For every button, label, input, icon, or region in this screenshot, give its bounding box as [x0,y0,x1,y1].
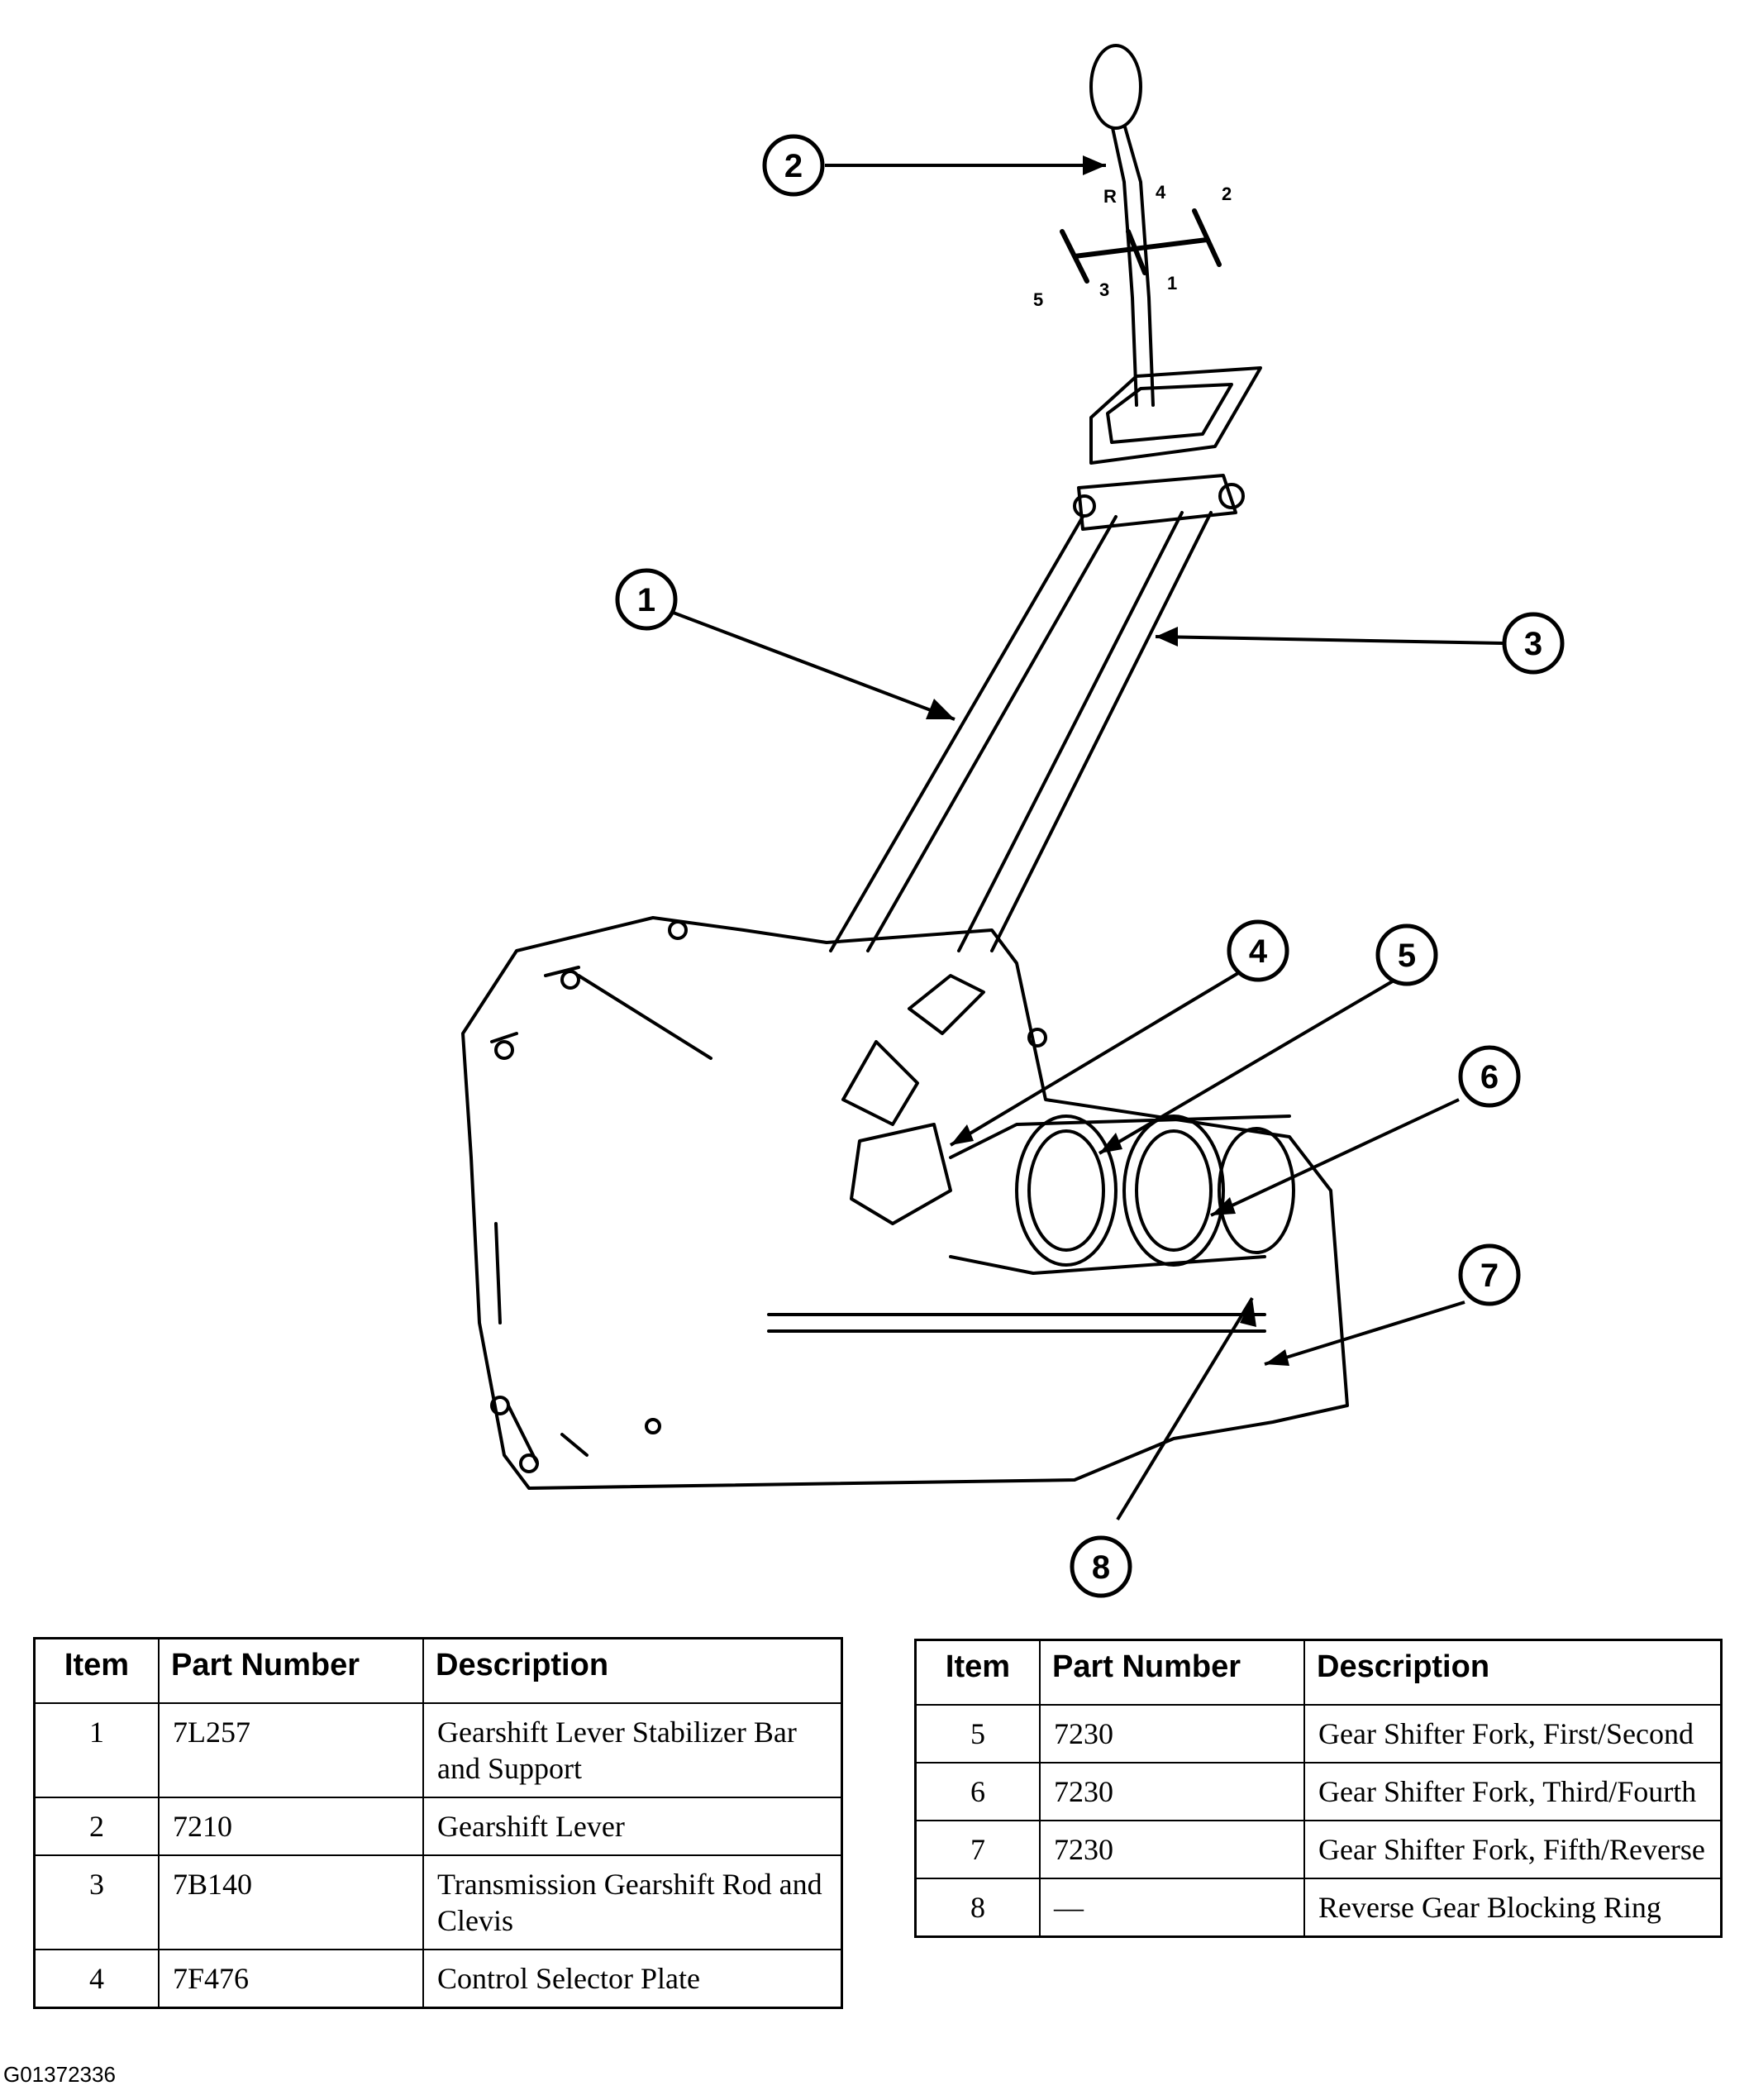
cell-part-number: 7B140 [158,1854,424,1950]
transmission-case [461,916,1349,1490]
callout-3: 3 [1502,612,1565,675]
cell-description: Transmission Gearshift Rod and Clevis [422,1854,843,1950]
cell-item: 4 [33,1949,160,2009]
table-row: 2 7210 Gearshift Lever [33,1797,843,1856]
cell-item: 8 [914,1878,1041,1938]
table-row: 1 7L257 Gearshift Lever Stabilizer Bar a… [33,1702,843,1798]
cell-item: 7 [914,1820,1041,1879]
header-item: Item [33,1637,160,1704]
svg-text:3: 3 [1524,626,1542,662]
cell-part-number: 7F476 [158,1949,424,2009]
cell-description: Gearshift Lever [422,1797,843,1856]
header-item: Item [914,1639,1041,1706]
svg-text:4: 4 [1249,933,1268,970]
cell-part-number: 7230 [1039,1820,1305,1879]
shift-pattern [1060,208,1222,284]
table-header-row: Item Part Number Description [33,1637,843,1704]
svg-text:7: 7 [1480,1258,1499,1294]
callout-5: 5 [1375,924,1438,986]
table-header-row: Item Part Number Description [914,1639,1723,1706]
leader-line-8 [1116,1296,1254,1521]
cell-description: Control Selector Plate [422,1949,843,2009]
cell-description: Gearshift Lever Stabilizer Bar and Suppo… [422,1702,843,1798]
callout-7: 7 [1458,1243,1521,1306]
table-row: 8 — Reverse Gear Blocking Ring [914,1878,1723,1938]
table-row: 3 7B140 Transmission Gearshift Rod and C… [33,1854,843,1950]
leader-line-5 [1098,978,1397,1155]
svg-text:1: 1 [637,582,655,618]
shift-pattern-label: R [1103,186,1117,207]
transmission-shift-linkage-diagram: 1 2 3 4 5 6 7 8 R 4 2 5 3 1 [461,44,1565,1598]
control-selector-plate [841,974,985,1225]
shift-pattern-label: 2 [1222,184,1232,204]
table-row: 5 7230 Gear Shifter Fork, First/Second [914,1704,1723,1764]
stabilizer-bar [829,515,1118,952]
gearshift-rod [957,511,1213,952]
cell-item: 1 [33,1702,160,1798]
cell-description: Gear Shifter Fork, Third/Fourth [1303,1762,1723,1821]
callout-1: 1 [615,568,678,631]
callout-8: 8 [1070,1535,1132,1598]
svg-text:2: 2 [784,148,803,184]
callout-2: 2 [762,134,825,197]
parts-table-right: Item Part Number Description 5 7230 Gear… [914,1639,1723,1938]
leader-line-1 [670,610,956,721]
header-part-number: Part Number [158,1637,424,1704]
upper-mount [1077,366,1262,531]
cell-item: 3 [33,1854,160,1950]
leader-line-4 [949,971,1240,1147]
gearshift-lever [1089,44,1155,407]
shift-pattern-label: 5 [1033,289,1043,310]
header-description: Description [422,1637,843,1704]
table-row: 4 7F476 Control Selector Plate [33,1949,843,2009]
leader-line-6 [1210,1098,1460,1217]
image-id-label: G01372336 [3,2062,116,2087]
cell-item: 5 [914,1704,1041,1764]
header-part-number: Part Number [1039,1639,1305,1706]
cell-part-number: 7L257 [158,1702,424,1798]
leader-line-7 [1264,1301,1465,1366]
callout-6: 6 [1458,1045,1521,1108]
cell-description: Reverse Gear Blocking Ring [1303,1878,1723,1938]
cell-part-number: 7210 [158,1797,424,1856]
svg-text:8: 8 [1092,1549,1110,1586]
leader-line-3 [1155,635,1504,645]
cell-item: 2 [33,1797,160,1856]
header-description: Description [1303,1639,1723,1706]
callout-4: 4 [1227,919,1289,982]
svg-text:6: 6 [1480,1059,1499,1095]
shift-pattern-label: 3 [1099,279,1109,300]
cell-part-number: 7230 [1039,1762,1305,1821]
cell-item: 6 [914,1762,1041,1821]
shift-pattern-label: 4 [1156,182,1166,203]
cell-description: Gear Shifter Fork, First/Second [1303,1704,1723,1764]
shift-pattern-label: 1 [1167,273,1177,294]
gear-assembly [767,1114,1295,1333]
cell-part-number: — [1039,1878,1305,1938]
table-row: 6 7230 Gear Shifter Fork, Third/Fourth [914,1762,1723,1821]
parts-table-left: Item Part Number Description 1 7L257 Gea… [33,1637,843,2009]
table-row: 7 7230 Gear Shifter Fork, Fifth/Reverse [914,1820,1723,1879]
svg-text:5: 5 [1398,938,1416,974]
cell-description: Gear Shifter Fork, Fifth/Reverse [1303,1820,1723,1879]
cell-part-number: 7230 [1039,1704,1305,1764]
